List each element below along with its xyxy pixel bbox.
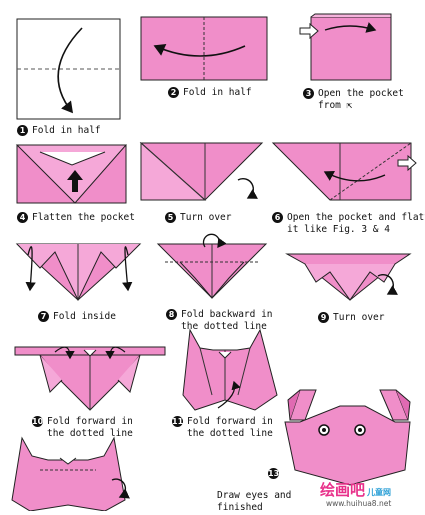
crab-body: [284, 405, 411, 486]
step-10-figure: [14, 346, 166, 411]
step-11-figure: [182, 328, 278, 411]
pocket-arrow-icon: [299, 22, 319, 40]
fold-arrow-icon: [153, 44, 246, 57]
step-8-figure: [156, 233, 268, 299]
step-13-figure: [284, 389, 411, 486]
step-13-number: 13: [268, 468, 280, 479]
push-arrow-icon: [67, 170, 83, 192]
step-1-figure: [16, 18, 121, 120]
step-5-figure: [139, 141, 264, 201]
cursor-icon: ⇱: [346, 100, 353, 111]
fold-arrow-icon: [323, 171, 386, 182]
step-6-figure: [271, 142, 417, 201]
turn-over-icon: [237, 178, 259, 199]
turn-over-icon: [377, 274, 399, 295]
step-4-figure: [15, 144, 128, 204]
turn-over-icon: [111, 478, 130, 499]
step-12-figure: [11, 436, 130, 512]
step-7-figure: [15, 243, 142, 302]
step-9-figure: [285, 253, 412, 301]
watermark-logo: 绘画吧儿童网: [320, 481, 392, 499]
watermark-url: www.huihua8.net: [326, 499, 392, 508]
pocket-arrow-icon: [397, 154, 417, 172]
step-2-figure: [140, 16, 268, 81]
fold-arrow-icon: [324, 22, 377, 33]
step-3-figure: [299, 13, 392, 81]
fold-arrow-icon: [57, 27, 83, 114]
